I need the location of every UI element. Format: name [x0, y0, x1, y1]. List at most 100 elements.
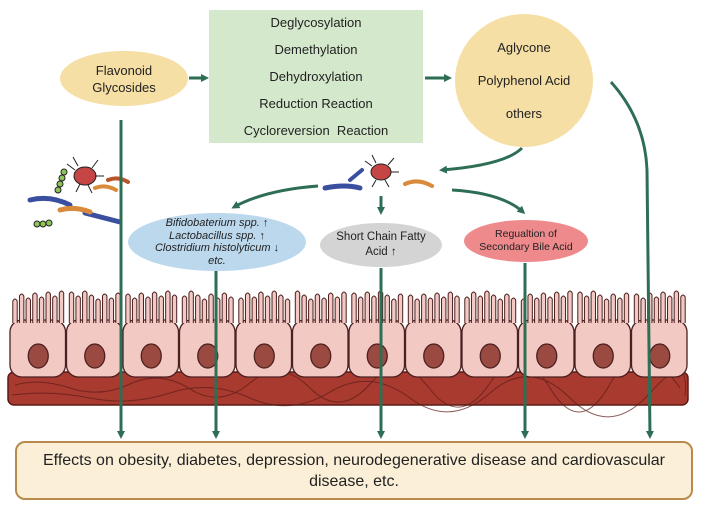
microvillus — [427, 297, 434, 323]
microvillus — [667, 295, 673, 323]
bacteria-label: etc. — [208, 254, 226, 267]
reaction-label: Reduction Reaction — [259, 96, 373, 111]
cell-nucleus — [649, 343, 671, 369]
microvillus — [215, 297, 221, 323]
microvillus — [38, 296, 45, 323]
microvillus — [554, 291, 560, 323]
cell-nucleus — [536, 343, 558, 369]
microvillus — [25, 297, 31, 323]
microvillus — [377, 290, 384, 323]
microvillus — [88, 294, 95, 323]
microvillus — [447, 291, 454, 323]
scfa-label: Acid ↑ — [365, 246, 397, 258]
cell-nucleus — [84, 343, 106, 369]
microvillus — [421, 293, 427, 323]
microvillus — [673, 290, 680, 323]
microvillus — [188, 290, 194, 323]
microvillus — [414, 298, 420, 323]
bacteria-label: Clostridium histolyticum ↓ — [154, 242, 280, 254]
microvillus — [434, 292, 440, 323]
microvillus — [244, 292, 251, 323]
microvillus — [181, 295, 188, 323]
microvillus — [125, 293, 131, 323]
reaction-label: Demethylation — [274, 42, 358, 57]
microvillus — [95, 298, 101, 323]
microvillus — [195, 294, 201, 323]
bile-acid-label: Regualtion of — [495, 228, 557, 240]
microvillus — [464, 296, 470, 323]
microvillus — [660, 291, 666, 323]
microvillus — [454, 295, 460, 323]
metabolite-label: Aglycone — [497, 40, 551, 55]
microvillus — [633, 293, 640, 323]
microvillus — [534, 297, 540, 323]
microvillus — [58, 290, 65, 323]
microvillus — [623, 292, 630, 323]
microvillus — [208, 293, 214, 323]
intestinal-epithelium-icon — [7, 290, 689, 418]
microvillus — [201, 298, 208, 323]
microvillus — [567, 290, 573, 323]
short-chain-fatty-acid-node: Short Chain Fatty Acid ↑ — [320, 223, 442, 267]
microvillus — [278, 294, 284, 323]
microvillus — [647, 292, 653, 323]
cell-nucleus — [140, 343, 162, 369]
microvillus — [364, 291, 370, 323]
microvillus — [577, 291, 583, 323]
microvillus — [75, 295, 81, 323]
microvillus — [158, 295, 164, 323]
microvillus — [341, 291, 347, 323]
microvillus — [583, 295, 590, 323]
microvillus — [301, 294, 307, 323]
microvillus — [258, 291, 264, 323]
microvillus — [334, 296, 341, 323]
microvillus — [284, 298, 291, 323]
health-effects-label: Effects on obesity, diabetes, depression… — [42, 451, 666, 490]
microvillus — [308, 298, 314, 323]
microvillus — [384, 294, 390, 323]
microvillus — [640, 297, 646, 323]
microvillus — [547, 296, 553, 323]
microvillus — [617, 297, 623, 323]
bile-acid-label: Secondary Bile Acid — [479, 241, 573, 253]
reaction-label: Cycloreversion Reaction — [243, 123, 389, 138]
microvillus — [52, 295, 58, 323]
microvillus — [610, 293, 616, 323]
cell-nucleus — [253, 343, 275, 369]
microvillus — [221, 292, 228, 323]
microvillus — [590, 290, 596, 323]
microvillus — [82, 290, 88, 323]
bacteria-label: Lactobacillus spp. ↑ — [169, 229, 265, 242]
microvillus — [477, 295, 483, 323]
microvillus — [321, 297, 327, 323]
metabolites-node: Aglycone Polyphenol Acid others — [455, 14, 593, 147]
bacteria-label: Bifidobaterium spp. ↑ — [165, 217, 269, 229]
microvillus — [484, 290, 490, 323]
microvillus — [171, 294, 178, 323]
cell-nucleus — [366, 343, 388, 369]
microvillus — [165, 290, 171, 323]
microvillus — [328, 292, 334, 323]
health-effects-box: Effects on obesity, diabetes, depression… — [15, 441, 693, 500]
bacteria-cluster-icon — [27, 156, 130, 228]
reaction-label: Dehydroxylation — [269, 69, 363, 84]
secondary-bile-acid-node: Regualtion of Secondary Bile Acid — [464, 220, 588, 262]
microvillus — [138, 292, 144, 323]
microvillus — [653, 296, 660, 323]
microvillus — [238, 297, 244, 323]
microvillus — [603, 298, 610, 323]
microvillus — [271, 290, 277, 323]
microvillus — [407, 294, 414, 323]
microvillus — [314, 293, 321, 323]
microvillus — [497, 298, 503, 323]
microvillus — [527, 293, 533, 323]
microvillus — [560, 295, 567, 323]
microvillus — [680, 294, 686, 323]
microvillus — [540, 292, 547, 323]
microvillus — [351, 292, 357, 323]
microvillus — [490, 294, 497, 323]
bacteria-cluster-icon — [322, 154, 434, 191]
microvillus — [251, 296, 257, 323]
microvillus — [357, 296, 364, 323]
microvillus — [264, 295, 271, 323]
